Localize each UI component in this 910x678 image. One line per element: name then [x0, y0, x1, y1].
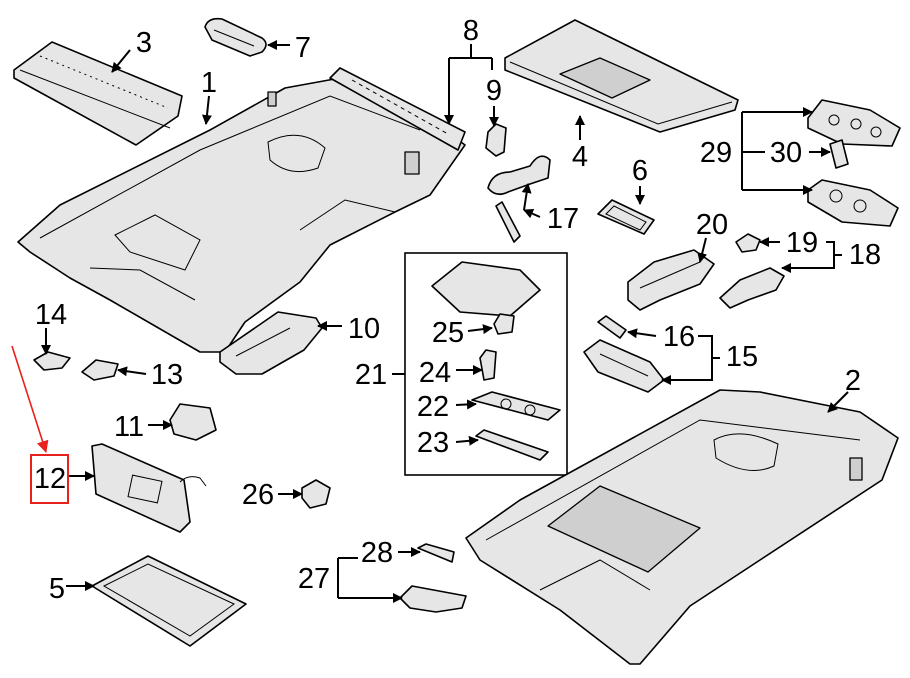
- part-30-bulb: [829, 139, 849, 169]
- callout-8: 8: [463, 15, 479, 47]
- part-5-mirror: [91, 555, 247, 647]
- callout-10: 10: [348, 313, 380, 345]
- part-6-lens: [597, 199, 655, 235]
- callout-7: 7: [295, 32, 311, 64]
- callout-24: 24: [419, 357, 451, 389]
- part-10-console: [219, 311, 323, 375]
- part-20-bracket: [627, 249, 715, 311]
- callout-28: 28: [361, 537, 393, 569]
- part-15-lamp: [583, 339, 665, 393]
- part-1-headliner: [17, 77, 466, 353]
- part-29-console-bottom: [807, 179, 899, 227]
- part-21-assembly: [404, 252, 568, 476]
- callout-3: 3: [136, 27, 152, 59]
- callout-14: 14: [35, 299, 67, 331]
- part-8-strip: [329, 67, 466, 151]
- callout-19: 19: [786, 227, 818, 259]
- callout-27: 27: [298, 563, 330, 595]
- part-3-panel: [13, 41, 183, 146]
- part-26-clip: [301, 479, 331, 509]
- highlight-annotation: [11, 345, 69, 504]
- callout-1: 1: [201, 67, 217, 99]
- callout-13: 13: [151, 359, 183, 391]
- part-29-console-top: [807, 99, 901, 147]
- callout-5: 5: [49, 573, 65, 605]
- callout-6: 6: [632, 155, 648, 187]
- part-12-sun-visor: [91, 443, 207, 533]
- callout-11: 11: [114, 411, 144, 443]
- callout-22: 22: [417, 391, 449, 423]
- leader-lines: [41, 40, 849, 603]
- callout-20: 20: [696, 209, 728, 241]
- callout-9: 9: [486, 75, 502, 107]
- part-2-headliner: [465, 389, 899, 665]
- part-11-hook: [169, 403, 217, 441]
- callout-16: 16: [663, 321, 695, 353]
- part-9-clip: [485, 123, 507, 157]
- part-19-clip: [735, 233, 761, 253]
- part-28-bulb: [417, 543, 455, 563]
- callout-23: 23: [417, 427, 449, 459]
- callout-labels: 3 7 1 8 9 4 6 17 29 30 20 19 18 25 21 24…: [34, 15, 881, 605]
- part-18-bracket: [719, 267, 785, 309]
- part-17-handle: [487, 155, 551, 243]
- callout-15: 15: [726, 341, 758, 373]
- callout-12: 12: [34, 463, 66, 495]
- callout-2: 2: [845, 365, 861, 397]
- part-27-lamp: [399, 585, 467, 613]
- part-7-lamp: [204, 17, 267, 57]
- callout-18: 18: [849, 239, 881, 271]
- part-16-bulb: [597, 315, 627, 339]
- callout-29: 29: [700, 137, 732, 169]
- callout-30: 30: [770, 137, 802, 169]
- part-13-clip: [81, 359, 119, 381]
- callout-26: 26: [242, 479, 274, 511]
- highlight-box-12: [30, 454, 69, 504]
- callout-17: 17: [547, 203, 579, 235]
- callout-4: 4: [572, 141, 588, 173]
- part-14-clip: [33, 351, 71, 371]
- part-4-panel: [504, 19, 739, 133]
- callout-25: 25: [432, 317, 464, 349]
- callout-21: 21: [355, 359, 387, 391]
